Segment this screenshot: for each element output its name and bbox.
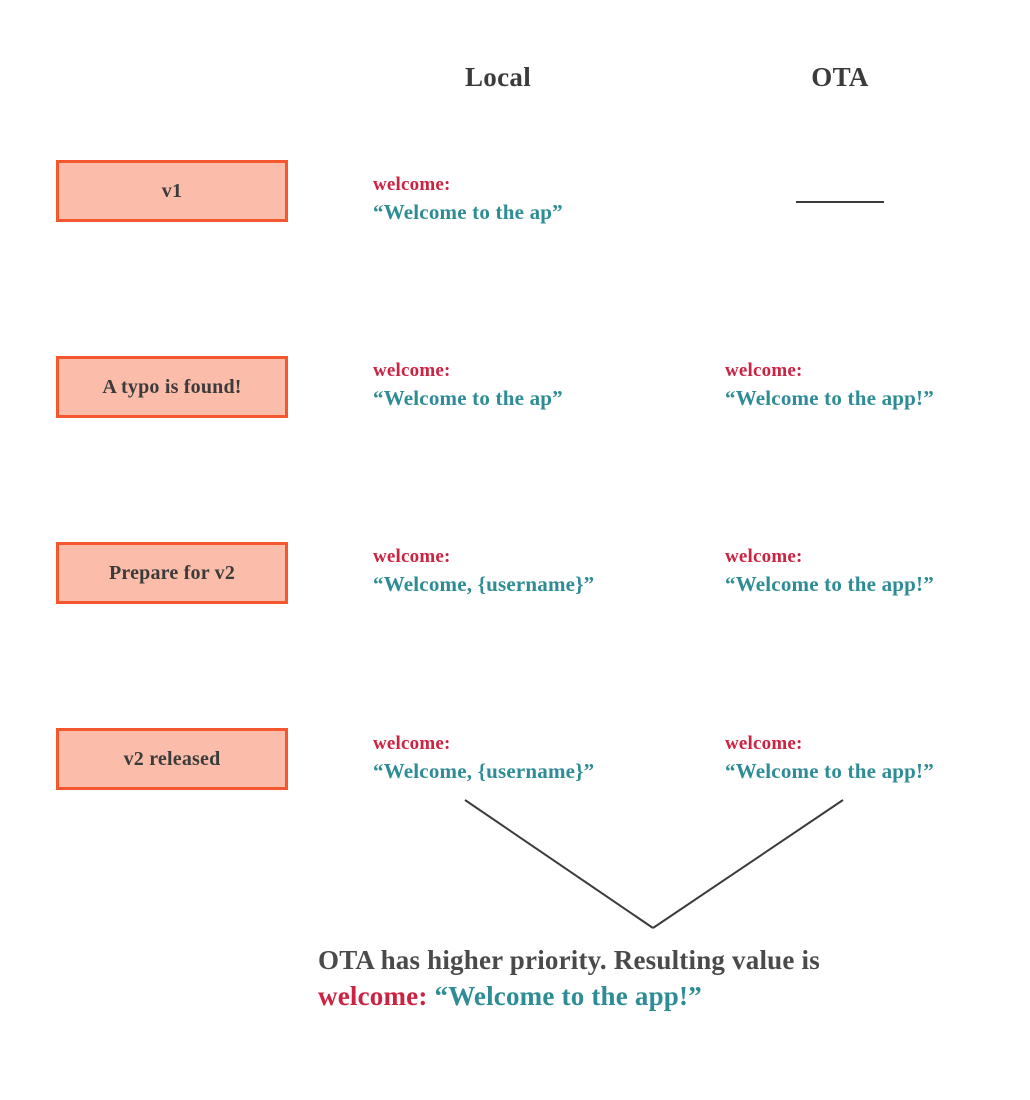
- ota-value-row-3: welcome: “Welcome to the app!”: [725, 544, 934, 598]
- stage-box-row-3: Prepare for v2: [56, 542, 288, 604]
- local-value-row-2: welcome: “Welcome to the ap”: [373, 358, 563, 412]
- ota-value-row-4: welcome: “Welcome to the app!”: [725, 731, 934, 785]
- ota-empty-dash-row-1: [796, 201, 884, 203]
- local-value-row-1: welcome: “Welcome to the ap”: [373, 172, 563, 226]
- stage-box-row-1: v1: [56, 160, 288, 222]
- ota-key-label: welcome:: [725, 733, 803, 754]
- local-value-text: “Welcome to the ap”: [373, 200, 563, 224]
- local-key-label: welcome:: [373, 174, 451, 195]
- conclusion-block: OTA has higher priority. Resulting value…: [318, 942, 1008, 1014]
- conclusion-line-2: welcome: “Welcome to the app!”: [318, 978, 1008, 1014]
- local-value-text: “Welcome to the ap”: [373, 386, 563, 410]
- ota-value-text: “Welcome to the app!”: [725, 572, 934, 596]
- stage-box-label: A typo is found!: [102, 375, 242, 398]
- conclusion-value-text: “Welcome to the app!”: [434, 981, 702, 1011]
- local-value-text: “Welcome, {username}”: [373, 572, 595, 596]
- conclusion-line-1: OTA has higher priority. Resulting value…: [318, 945, 820, 975]
- merge-line-left: [464, 799, 654, 929]
- stage-box-label: v1: [161, 179, 183, 202]
- local-key-label: welcome:: [373, 360, 451, 381]
- stage-box-row-2: A typo is found!: [56, 356, 288, 418]
- local-value-row-3: welcome: “Welcome, {username}”: [373, 544, 594, 598]
- merge-line-right: [652, 799, 844, 929]
- conclusion-key-label: welcome:: [318, 981, 428, 1011]
- local-value-text: “Welcome, {username}”: [373, 759, 595, 783]
- stage-box-label: v2 released: [123, 747, 221, 770]
- ota-value-text: “Welcome to the app!”: [725, 386, 934, 410]
- local-key-label: welcome:: [373, 546, 451, 567]
- ota-key-label: welcome:: [725, 360, 803, 381]
- column-header-local: Local: [465, 62, 531, 92]
- stage-box-label: Prepare for v2: [108, 561, 236, 584]
- local-key-label: welcome:: [373, 733, 451, 754]
- column-header-ota: OTA: [811, 62, 869, 92]
- ota-key-label: welcome:: [725, 546, 803, 567]
- ota-value-row-2: welcome: “Welcome to the app!”: [725, 358, 934, 412]
- stage-box-row-4: v2 released: [56, 728, 288, 790]
- ota-value-text: “Welcome to the app!”: [725, 759, 934, 783]
- local-value-row-4: welcome: “Welcome, {username}”: [373, 731, 594, 785]
